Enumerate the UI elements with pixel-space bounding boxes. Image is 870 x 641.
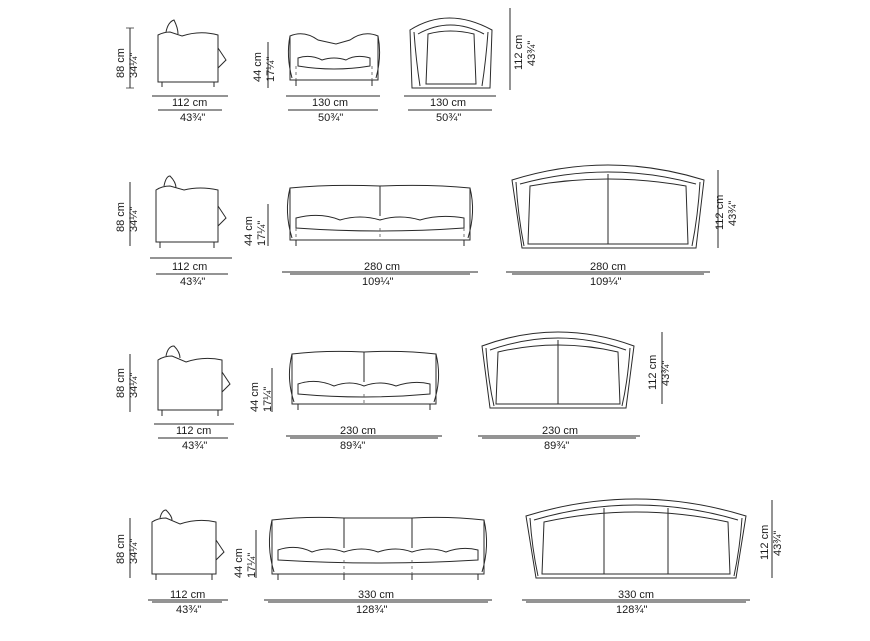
sofa-230-front-seat-in: 17¼" (262, 387, 274, 412)
armchair-front-width-in: 50¾" (318, 112, 343, 124)
sofa-280-side-depth-in: 43¾" (180, 276, 205, 288)
sofa-280-side-height-in: 34¼" (128, 207, 140, 232)
sofa-280-top-width-in: 109¼" (590, 276, 622, 288)
sofa-280-front-seat-in: 17¼" (256, 221, 268, 246)
sofa-230-front-width-in: 89¾" (340, 440, 365, 452)
sofa-280-top-view: 112 cm 43¾" 280 cm 109¼" (506, 164, 739, 288)
sofa-280-side-height-cm: 88 cm (115, 202, 127, 232)
sofa-330-front-width-in: 128¾" (356, 604, 388, 616)
sofa-280-side-depth-cm: 112 cm (172, 261, 207, 273)
sofa-330-top-width-cm: 330 cm (618, 589, 654, 601)
sofa-230-side-height-in: 34¼" (128, 373, 140, 398)
sofa-280-front-seat-cm: 44 cm (243, 216, 255, 246)
row-armchair: 88 cm 34¼" 112 cm 43¾" 44 cm 17¼" 130 cm… (115, 8, 538, 124)
armchair-side-depth-in: 43¾" (180, 112, 205, 124)
sofa-330-top-depth-in: 43¾" (772, 531, 784, 556)
sofa-330-front-seat-cm: 44 cm (233, 548, 245, 578)
sofa-280-top-depth-cm: 112 cm (714, 195, 726, 230)
row-sofa-280: 88 cm 34¼" 112 cm 43¾" 44 cm 17¼" 280 cm… (115, 164, 739, 288)
sofa-280-side-view: 88 cm 34¼" 112 cm 43¾" (115, 175, 232, 288)
sofa-330-top-depth-cm: 112 cm (759, 525, 771, 560)
sofa-230-top-width-cm: 230 cm (542, 425, 578, 437)
sofa-330-side-depth-in: 43¾" (176, 604, 201, 616)
sofa-230-side-height-cm: 88 cm (115, 368, 127, 398)
sofa-230-top-view: 112 cm 43¾" 230 cm 89¾" (478, 331, 672, 452)
sofa-230-top-depth-in: 43¾" (660, 361, 672, 386)
row-sofa-230: 88 cm 34¼" 112 cm 43¾" 44 cm 17¼" 230 cm… (115, 331, 672, 452)
armchair-front-seat-in: 17¼" (265, 57, 277, 82)
sofa-330-side-view: 88 cm 34¼" 112 cm 43¾" (115, 509, 228, 616)
sofa-330-top-view: 112 cm 43¾" 330 cm 128¾" (522, 498, 784, 616)
sofa-330-side-height-cm: 88 cm (115, 534, 127, 564)
sofa-230-front-seat-cm: 44 cm (249, 382, 261, 412)
armchair-top-width-in: 50¾" (436, 112, 461, 124)
armchair-side-height-in: 34¼" (128, 53, 140, 78)
armchair-front-view: 44 cm 17¼" 130 cm 50¾" (252, 33, 381, 124)
sofa-230-side-depth-in: 43¾" (182, 440, 207, 452)
sofa-280-front-view: 44 cm 17¼" 280 cm 109¼" (243, 184, 478, 288)
armchair-side-depth-cm: 112 cm (172, 97, 207, 109)
sofa-230-side-depth-cm: 112 cm (176, 425, 211, 437)
sofa-330-side-height-in: 34¼" (128, 539, 140, 564)
sofa-230-front-width-cm: 230 cm (340, 425, 376, 437)
armchair-top-depth-in: 43¾" (526, 41, 538, 66)
armchair-side-view: 88 cm 34¼" 112 cm 43¾" (115, 19, 228, 124)
sofa-280-top-width-cm: 280 cm (590, 261, 626, 273)
sofa-330-side-depth-cm: 112 cm (170, 589, 205, 601)
armchair-top-depth-cm: 112 cm (513, 35, 525, 70)
armchair-side-height-cm: 88 cm (115, 48, 127, 78)
sofa-330-front-width-cm: 330 cm (358, 589, 394, 601)
armchair-top-view: 112 cm 43¾" 130 cm 50¾" (404, 8, 538, 124)
armchair-front-seat-cm: 44 cm (252, 52, 264, 82)
sofa-230-top-width-in: 89¾" (544, 440, 569, 452)
armchair-front-width-cm: 130 cm (312, 97, 348, 109)
armchair-top-width-cm: 130 cm (430, 97, 466, 109)
sofa-280-front-width-cm: 280 cm (364, 261, 400, 273)
sofa-330-top-width-in: 128¾" (616, 604, 648, 616)
sofa-230-front-view: 44 cm 17¼" 230 cm 89¾" (249, 350, 442, 452)
sofa-280-front-width-in: 109¼" (362, 276, 394, 288)
sofa-330-front-view: 44 cm 17¼" 330 cm 128¾" (233, 516, 492, 616)
sofa-230-side-view: 88 cm 34¼" 112 cm 43¾" (115, 345, 234, 452)
sofa-230-top-depth-cm: 112 cm (647, 355, 659, 390)
row-sofa-330: 88 cm 34¼" 112 cm 43¾" 44 cm 17¼" 330 cm (115, 498, 784, 616)
sofa-280-top-depth-in: 43¾" (727, 201, 739, 226)
sofa-330-front-seat-in: 17¼" (246, 553, 258, 578)
